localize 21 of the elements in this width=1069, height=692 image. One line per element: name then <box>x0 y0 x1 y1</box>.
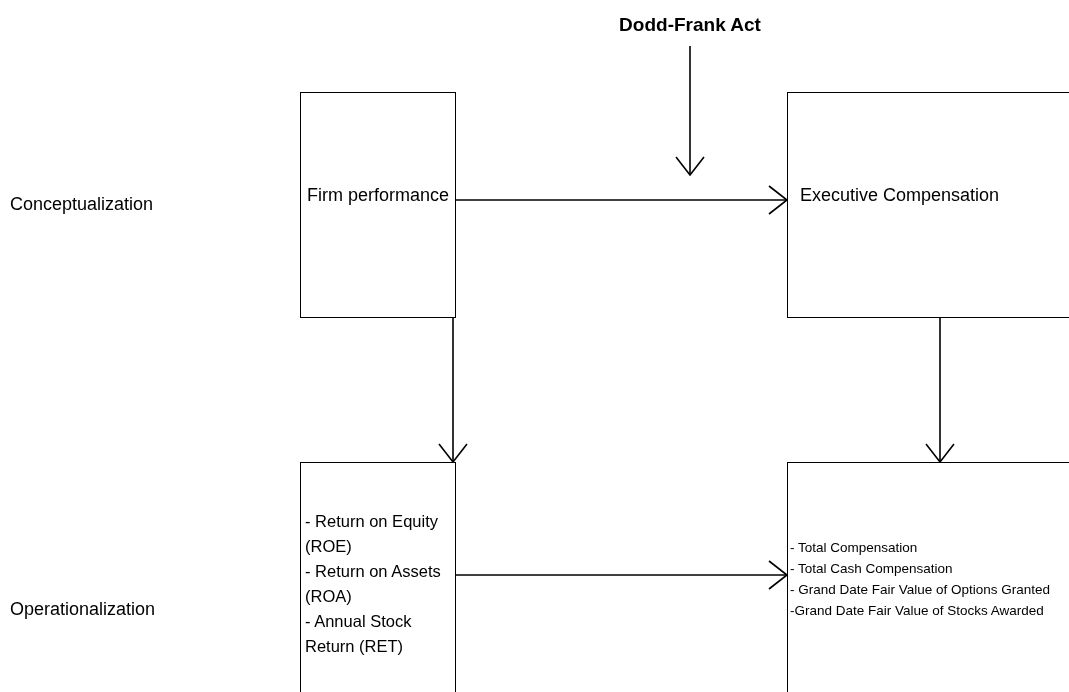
arrow <box>438 317 468 463</box>
box-label: Firm performance <box>307 184 449 206</box>
row-label: Conceptualization <box>10 194 154 215</box>
heading-text: Dodd-Frank Act <box>619 14 761 36</box>
concept-box <box>300 92 456 318</box>
list-item: - Grand Date Fair Value of Options Granted <box>790 581 1052 599</box>
box-label: Executive Compensation <box>800 184 1001 206</box>
list-item: - Return on Assets (ROA) <box>305 561 442 607</box>
concept-box <box>300 462 456 692</box>
arrow <box>455 560 788 590</box>
concept-box <box>787 92 1069 318</box>
concept-box <box>787 462 1069 692</box>
list-item: - Return on Equity (ROE) <box>305 511 439 557</box>
list-item: - Annual Stock Return (RET) <box>305 611 413 657</box>
arrow <box>925 317 955 463</box>
arrow <box>455 185 788 215</box>
list-item: -Grand Date Fair Value of Stocks Awarded <box>790 602 1045 620</box>
arrow <box>675 45 705 176</box>
list-item: - Total Compensation <box>790 539 919 557</box>
list-item: - Total Cash Compensation <box>790 560 954 578</box>
row-label: Operationalization <box>10 599 156 620</box>
